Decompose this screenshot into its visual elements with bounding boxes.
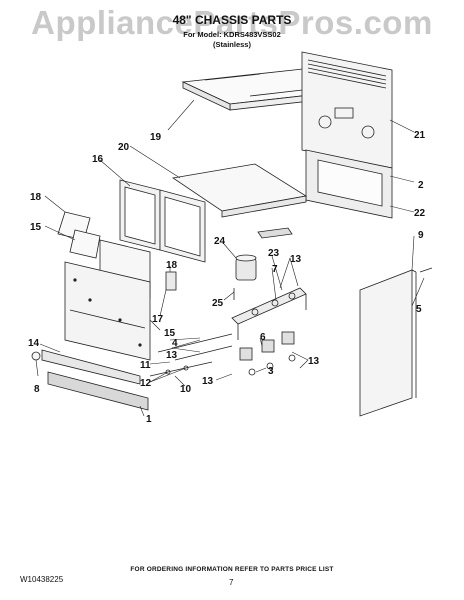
part-side-panel — [359, 267, 433, 417]
part-inner-door-panel — [64, 261, 151, 361]
model-line: For Model: KDRS483VSS02 — [183, 30, 281, 39]
part-manifold-rail — [231, 287, 307, 340]
part-bracket-17 — [165, 271, 177, 291]
callout-2: 2 — [418, 180, 424, 191]
part-valve-assemblies — [239, 331, 296, 376]
part-glass-15 — [69, 229, 101, 259]
callout-17: 17 — [152, 314, 164, 325]
callout-11: 11 — [140, 360, 151, 371]
part-window-frame — [119, 179, 206, 263]
watermark: AppliancePartsPros.com — [31, 4, 433, 41]
callout-19: 19 — [150, 132, 162, 143]
part-rear-panel — [301, 51, 393, 169]
callout-20: 20 — [118, 142, 130, 153]
callout-22: 22 — [414, 208, 426, 219]
callout-13d: 13 — [202, 376, 214, 387]
part-tray — [171, 163, 308, 239]
callout-18a: 18 — [30, 192, 42, 203]
callout-10: 10 — [180, 384, 192, 395]
part-tubes — [149, 333, 233, 377]
callout-14: 14 — [28, 338, 40, 349]
callout-7: 7 — [272, 264, 278, 275]
diagram-title: 48" CHASSIS PARTS — [172, 13, 292, 27]
callout-5: 5 — [416, 304, 422, 315]
callout-23: 23 — [268, 248, 280, 259]
ordering-note: FOR ORDERING INFORMATION REFER TO PARTS … — [130, 566, 334, 573]
leader-lines — [35, 99, 425, 417]
callout-21: 21 — [414, 130, 426, 141]
callout-13a: 13 — [290, 254, 302, 265]
callout-24: 24 — [214, 236, 226, 247]
document-number: W10438225 — [20, 575, 64, 584]
callout-1: 1 — [146, 414, 152, 425]
part-lower-back-panel — [305, 149, 393, 219]
part-blower — [233, 254, 257, 300]
callout-16: 16 — [92, 154, 104, 165]
variant-line: (Stainless) — [213, 40, 251, 49]
callout-15a: 15 — [30, 222, 42, 233]
part-control-panel — [31, 349, 149, 411]
callout-3: 3 — [268, 366, 274, 377]
callout-18b: 18 — [166, 260, 178, 271]
callout-25: 25 — [212, 298, 224, 309]
callout-9: 9 — [418, 230, 424, 241]
callout-6: 6 — [260, 332, 266, 343]
callout-15b: 15 — [164, 328, 176, 339]
callout-12: 12 — [140, 378, 152, 389]
callout-13c: 13 — [308, 356, 320, 367]
callout-4: 4 — [172, 338, 178, 349]
callout-8: 8 — [34, 384, 40, 395]
page-number: 7 — [229, 578, 234, 587]
callout-13b: 13 — [166, 350, 178, 361]
